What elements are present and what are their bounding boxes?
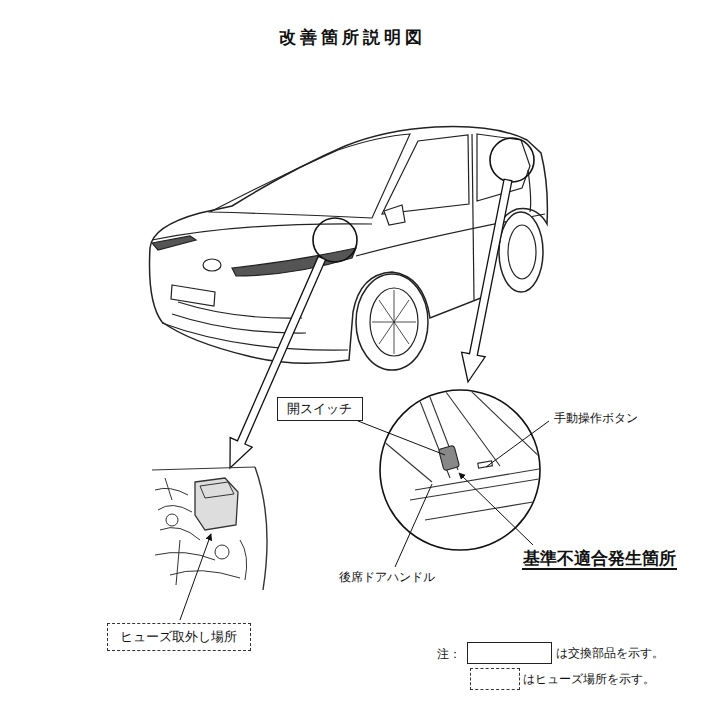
fuse-lid bbox=[200, 482, 234, 498]
fuse-box bbox=[195, 478, 238, 530]
rear-door-line bbox=[528, 170, 531, 212]
leader-arrow bbox=[180, 534, 211, 620]
note-label: 注： bbox=[436, 647, 462, 661]
door-edge bbox=[382, 440, 432, 482]
part-label: ヒューズ取外し場所 bbox=[120, 629, 238, 645]
replaced-part-box: 開スイッチ bbox=[277, 397, 363, 421]
part-label: 開スイッチ bbox=[287, 401, 353, 417]
hollow-arrow bbox=[462, 179, 512, 382]
detail-circle bbox=[380, 390, 540, 550]
engine-parts bbox=[155, 478, 247, 585]
door-line bbox=[472, 134, 474, 300]
legend-text: はヒューズ場所を示す。 bbox=[523, 672, 655, 686]
legend-swatch-solid bbox=[467, 642, 552, 664]
door-sill bbox=[415, 468, 545, 490]
emblem bbox=[203, 259, 221, 271]
headlight bbox=[152, 236, 196, 250]
grille-line bbox=[178, 302, 302, 318]
car-illustration bbox=[150, 127, 548, 370]
part-name: 手動操作ボタン bbox=[553, 411, 639, 425]
nonconformity-label: 基準不適合発生箇所 bbox=[522, 548, 677, 570]
hollow-arrow bbox=[230, 256, 326, 468]
leader-line bbox=[395, 484, 432, 567]
leader-lines bbox=[180, 421, 549, 620]
front-door-window bbox=[382, 135, 469, 214]
door-panel bbox=[425, 500, 545, 520]
focus-circle bbox=[490, 138, 534, 182]
wheel-rim bbox=[370, 288, 418, 356]
door-detail bbox=[382, 390, 545, 520]
leader-arrow bbox=[459, 473, 533, 545]
windshield bbox=[210, 134, 410, 218]
fender-curve bbox=[255, 467, 267, 590]
open-switch-part bbox=[438, 445, 459, 470]
wheel-rim bbox=[508, 225, 536, 279]
rear-wheel bbox=[499, 212, 543, 292]
engine-part bbox=[215, 545, 229, 559]
engine-bay-inset bbox=[152, 467, 267, 590]
legend-swatch-dashed bbox=[470, 668, 520, 690]
legend-text: は交換部品を示す。 bbox=[556, 646, 664, 660]
side-mirror bbox=[384, 205, 405, 225]
leader-line bbox=[358, 421, 445, 455]
engine-part bbox=[166, 514, 178, 526]
diagram-title: 改善箇所説明図 bbox=[0, 26, 705, 49]
leader-line bbox=[486, 421, 549, 467]
part-name: 後席ドアハンドル bbox=[338, 570, 436, 584]
wheel-spokes bbox=[372, 290, 416, 354]
car-body bbox=[150, 127, 548, 364]
focus-circle bbox=[313, 218, 357, 262]
front-wheel bbox=[356, 274, 428, 370]
bay-edge bbox=[152, 467, 255, 470]
bumper-line bbox=[162, 323, 348, 350]
fuse-location-box: ヒューズ取外し場所 bbox=[107, 623, 251, 651]
plate bbox=[171, 285, 215, 306]
